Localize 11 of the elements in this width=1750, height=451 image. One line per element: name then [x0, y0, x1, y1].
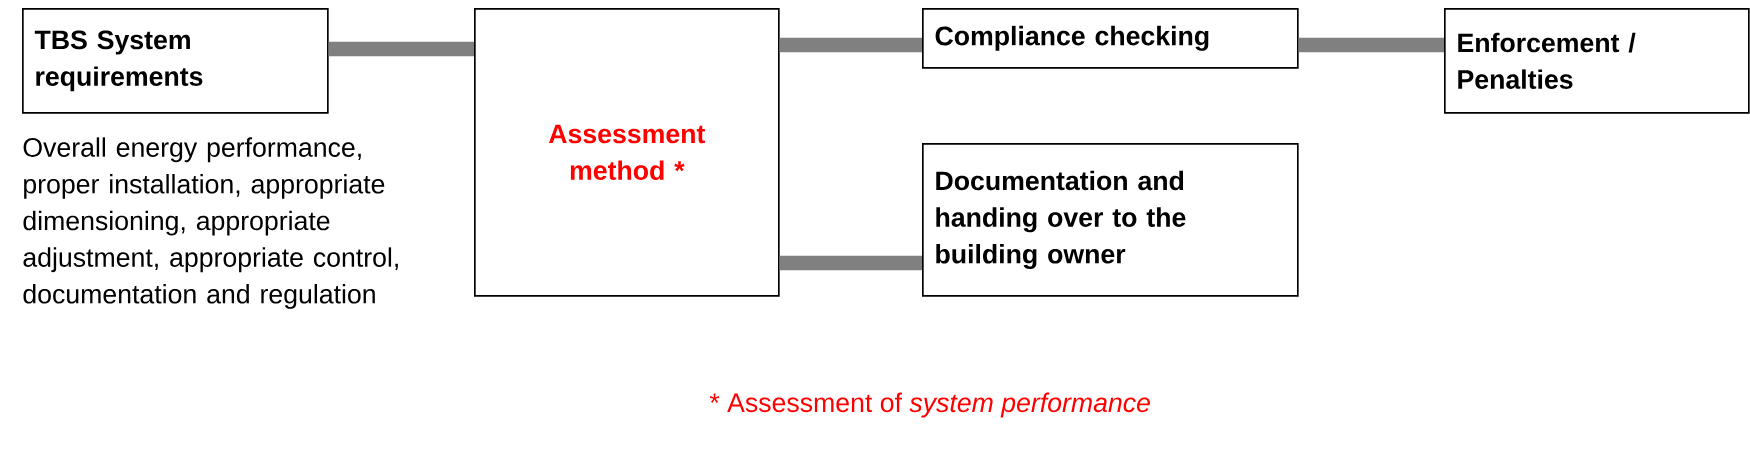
process-box: Documentation and handing over to the building owner [922, 143, 1299, 297]
connector-bar [328, 41, 474, 57]
process-box: Assessment method * [474, 8, 780, 297]
connector-bar [779, 37, 922, 53]
connector-bar [779, 255, 922, 271]
description-text: Overall energy performance, proper installation, appropriate dimensioning, appropriate adjustment, appropriate control, documentation and regulation [23, 137, 398, 309]
process-box: TBS System requirements [22, 8, 329, 114]
process-box: Enforcement / Penalties [1444, 8, 1750, 114]
process-box: Compliance checking [922, 8, 1299, 69]
connector-bar [1298, 37, 1444, 53]
footnote: * Assessment of system performance [709, 392, 1150, 418]
